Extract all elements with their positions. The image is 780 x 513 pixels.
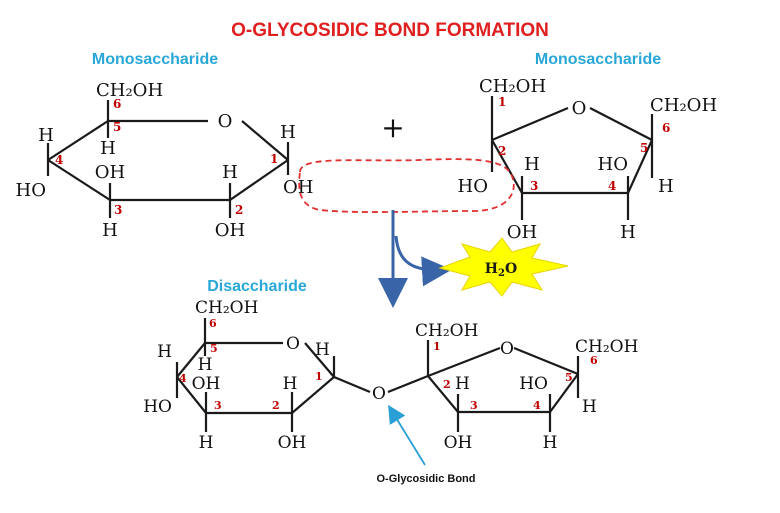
disaccharide-molecule: [175, 318, 580, 432]
water-elimination-oval: [298, 158, 515, 213]
glucose-molecule: [46, 100, 290, 218]
label-disaccharide: Disaccharide: [207, 278, 307, 295]
glucose-carbon-4-number: 4: [55, 153, 63, 167]
disacch-fru-c5-h: H: [582, 397, 597, 417]
glucose-c4-h: H: [38, 125, 54, 146]
disacch-fru-carbon-4-number: 4: [533, 399, 541, 412]
fructose-ring-oxygen: O: [572, 98, 587, 119]
disacch-glc-carbon-1-number: 1: [315, 370, 323, 383]
water-burst-star: [438, 237, 569, 297]
disacch-fru-c1-ch2oh: CH₂OH: [415, 321, 478, 341]
disacch-fru-c4-ho: HO: [519, 374, 548, 394]
fructose-c2-ho: HO: [458, 176, 488, 197]
disacch-glc-c2-h: H: [283, 374, 298, 394]
glycosidic-oxygen: O: [372, 384, 386, 404]
fructose-carbon-3-number: 3: [530, 179, 538, 193]
fructose-carbon-2-number: 2: [498, 144, 506, 158]
disacch-glc-c2-oh: OH: [278, 433, 307, 453]
fructose-carbon-1-number: 1: [498, 95, 506, 109]
disacch-fru-ring-oxygen: O: [500, 339, 514, 359]
fructose-c3-h: H: [524, 154, 540, 175]
fructose-c1-ch2oh: CH₂OH: [479, 76, 546, 97]
disacch-glc-c3-oh: OH: [192, 374, 221, 394]
disacch-glc-c4-ho: HO: [143, 397, 172, 417]
glucose-c1-h: H: [280, 122, 296, 143]
glucose-c3-h: H: [102, 220, 118, 241]
disacch-glc-carbon-4-number: 4: [179, 372, 187, 385]
fructose-c4-ho: HO: [598, 154, 628, 175]
disacch-fru-carbon-5-number: 5: [565, 371, 573, 384]
label-monosaccharide-right: Monosaccharide: [535, 51, 661, 68]
label-monosaccharide-left: Monosaccharide: [92, 51, 218, 68]
disacch-glc-ring-oxygen: O: [286, 334, 300, 354]
glucose-carbon-6-number: 6: [113, 97, 121, 111]
disacch-fru-carbon-3-number: 3: [470, 399, 478, 412]
disacch-fru-carbon-2-number: 2: [443, 378, 451, 391]
fructose-c3-oh: OH: [507, 222, 537, 243]
disacch-glc-c5-h: H: [198, 355, 213, 375]
disacch-fru-c3-h: H: [455, 374, 470, 394]
disacch-glc-carbon-2-number: 2: [272, 399, 280, 412]
water-label: H2O: [485, 261, 517, 279]
fructose-c4-h: H: [620, 222, 636, 243]
disacch-glc-c4-h: H: [157, 342, 172, 362]
glycosidic-bond-pointer: [388, 404, 426, 466]
fructose-c6-ch2oh: CH₂OH: [650, 95, 717, 116]
disacch-fru-c3-oh: OH: [444, 433, 473, 453]
disacch-fru-carbon-6-number: 6: [590, 354, 598, 367]
fructose-molecule: [490, 96, 654, 220]
disacch-glc-c1-h: H: [315, 340, 330, 360]
glucose-c2-h: H: [222, 162, 238, 183]
glycosidic-bond-caption: O-Glycosidic Bond: [376, 473, 475, 485]
glucose-carbon-5-number: 5: [113, 120, 121, 134]
glucose-carbon-1-number: 1: [270, 152, 278, 166]
disacch-glc-carbon-3-number: 3: [214, 399, 222, 412]
glucose-carbon-3-number: 3: [114, 203, 122, 217]
fructose-c5-h: H: [658, 176, 674, 197]
disacch-fru-carbon-1-number: 1: [433, 340, 441, 353]
plus-sign: +: [381, 111, 404, 144]
fructose-carbon-5-number: 5: [640, 141, 648, 155]
water-release-arrow: [394, 235, 452, 287]
diagram-title: O-GLYCOSIDIC BOND FORMATION: [231, 20, 549, 41]
glucose-c5-h: H: [100, 138, 116, 159]
glucose-c6-ch2oh: CH₂OH: [96, 80, 163, 101]
disacch-glc-c3-h: H: [199, 433, 214, 453]
disacch-glc-carbon-6-number: 6: [209, 317, 217, 330]
fructose-carbon-6-number: 6: [662, 121, 670, 135]
fructose-carbon-4-number: 4: [608, 179, 616, 193]
glucose-c1-oh: OH: [283, 177, 313, 198]
disacch-glc-carbon-5-number: 5: [210, 342, 218, 355]
glucose-c3-oh: OH: [95, 162, 125, 183]
glucose-c4-ho: HO: [16, 180, 46, 201]
disacch-glc-c6-ch2oh: CH₂OH: [195, 298, 258, 318]
glucose-ring-oxygen: O: [218, 111, 233, 132]
disacch-fru-c4-h: H: [543, 433, 558, 453]
disacch-fru-c6-ch2oh: CH₂OH: [575, 337, 638, 357]
glucose-c2-oh: OH: [215, 220, 245, 241]
glucose-carbon-2-number: 2: [235, 203, 243, 217]
